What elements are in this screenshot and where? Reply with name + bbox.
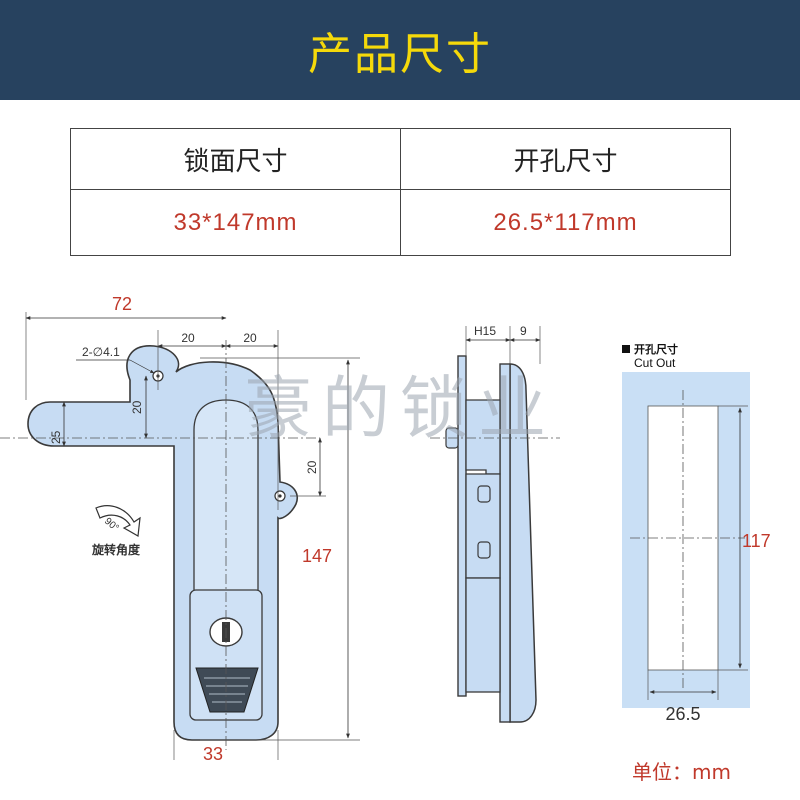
side-view: H15 9 [430, 324, 560, 723]
unit-label: 单位：mm [632, 760, 731, 784]
banner-title: 产品尺寸 [308, 29, 492, 80]
technical-drawing: 72 20 20 2-∅4.1 20 25 20 147 33 90° 旋 [0, 294, 771, 760]
grip-wedge [195, 667, 259, 713]
watermark: 豪的锁业 [244, 370, 556, 449]
rotation-label: 旋转角度 [91, 542, 141, 557]
dim-offset-a: 20 [181, 331, 195, 345]
cutout-title-cn: 开孔尺寸 [634, 342, 678, 356]
dim-9: 9 [520, 324, 527, 338]
cutout-title-square [622, 345, 630, 353]
side-screw-2 [477, 541, 491, 559]
side-profile [509, 363, 537, 723]
spec-table: 锁面尺寸 开孔尺寸 33*147mm 26.5*117mm [70, 128, 731, 256]
side-screw-1 [477, 485, 491, 503]
cutout-width: 26.5 [665, 704, 700, 724]
spec-value-face-size: 33*147mm [70, 189, 401, 256]
dim-overall-width: 72 [112, 294, 132, 314]
spec-table-value-row: 33*147mm 26.5*117mm [70, 189, 731, 256]
dim-20-left: 20 [130, 400, 144, 414]
side-housing-base [465, 577, 501, 693]
spec-table-header-row: 锁面尺寸 开孔尺寸 [70, 128, 731, 190]
dim-height: 147 [302, 546, 332, 566]
cutout-title-en: Cut Out [634, 356, 676, 370]
dim-offset-b: 20 [243, 331, 257, 345]
spec-header-face-size: 锁面尺寸 [70, 128, 401, 190]
rotation-angle: 90° [102, 516, 121, 534]
dim-h15: H15 [474, 324, 496, 338]
rotation-arrow-icon [95, 505, 141, 537]
dim-25: 25 [49, 430, 63, 444]
hole-callout: 2-∅4.1 [82, 345, 120, 359]
dim-bottom-width: 33 [203, 744, 223, 760]
spec-value-cutout-size: 26.5*117mm [400, 189, 731, 256]
spec-header-cutout-size: 开孔尺寸 [400, 128, 731, 190]
dim-20-right: 20 [305, 460, 319, 474]
grip-ribs [204, 677, 250, 703]
cutout-height: 117 [742, 531, 771, 551]
title-banner: 产品尺寸 [0, 0, 800, 100]
cutout-view: 开孔尺寸 Cut Out 117 26.5 [622, 342, 771, 724]
front-view: 72 20 20 2-∅4.1 20 25 20 147 33 90° 旋 [0, 294, 360, 760]
